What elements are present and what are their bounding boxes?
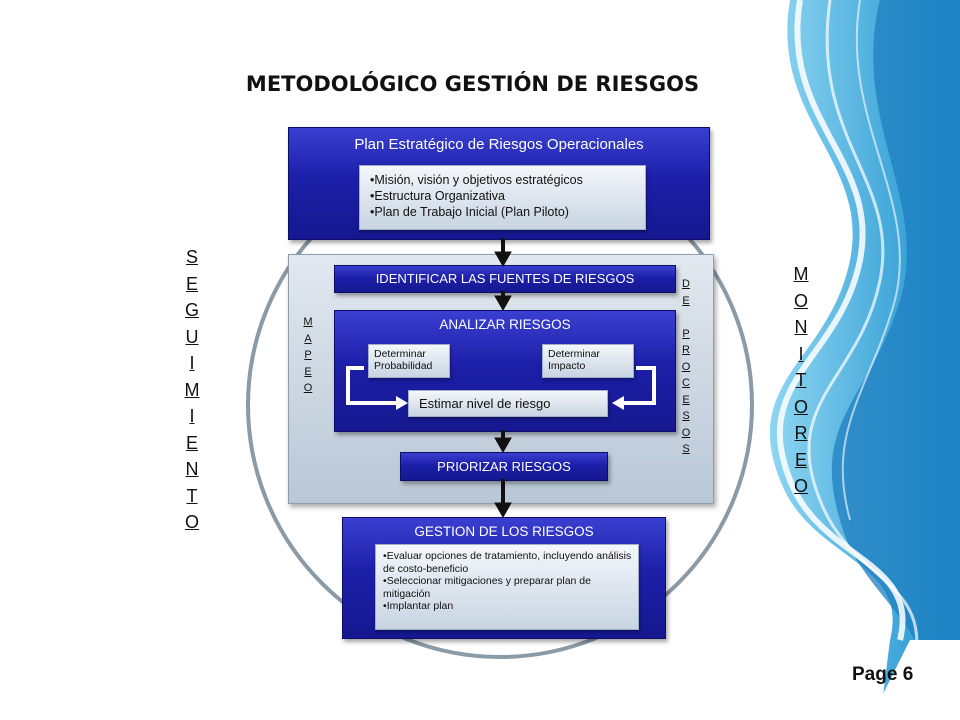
page-number: Page 6 [852, 664, 913, 686]
